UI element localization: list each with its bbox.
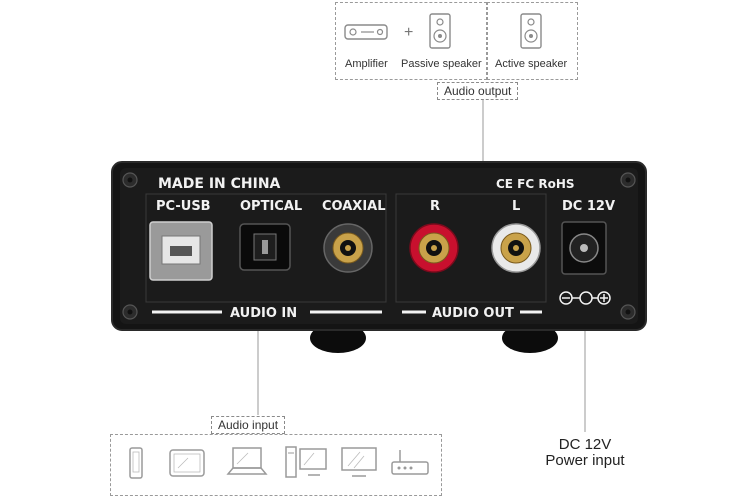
- polarity-symbol: [559, 291, 611, 305]
- power-input-label: DC 12V Power input: [530, 437, 640, 469]
- screws: [122, 172, 636, 320]
- amplifier-icon: [344, 24, 388, 40]
- dc-12v-label: DC 12V: [562, 199, 615, 214]
- plus-sign: +: [404, 24, 414, 41]
- passive-speaker-label: Passive speaker: [401, 58, 482, 70]
- passive-speaker-icon: [429, 13, 451, 49]
- usb-b-port: [149, 221, 213, 281]
- made-in-china-text: MADE IN CHINA: [158, 176, 281, 192]
- audio-in-zone: [145, 193, 387, 303]
- device-rear-panel: MADE IN CHINA CE FC RoHS PC-USB OPTICAL …: [111, 161, 647, 353]
- active-speaker-icon: [520, 13, 542, 49]
- monitor-icon: [341, 447, 377, 477]
- audio-in-label: AUDIO IN: [230, 306, 297, 321]
- tablet-icon: [169, 449, 205, 477]
- router-icon: [391, 450, 429, 475]
- active-speaker-label: Active speaker: [495, 58, 568, 70]
- audio-input-label: Audio input: [211, 416, 286, 434]
- audio-out-zone: [395, 193, 547, 303]
- power-voltage-text: DC 12V: [558, 436, 612, 453]
- r-label: R: [430, 199, 440, 214]
- certification-marks: CE FC RoHS: [496, 177, 575, 191]
- dc-power-jack: [561, 221, 607, 275]
- l-label: L: [512, 199, 520, 214]
- power-input-text: Power input: [545, 452, 625, 469]
- optical-label: OPTICAL: [240, 199, 302, 214]
- audio-output-label: Audio output: [437, 82, 519, 100]
- active-output-box: [487, 2, 578, 80]
- desktop-icon: [285, 446, 327, 478]
- pc-usb-label: PC-USB: [156, 199, 211, 214]
- rca-left-port: [491, 223, 541, 273]
- phone-icon: [129, 447, 143, 479]
- chassis-face: [120, 168, 638, 324]
- rca-right-port: [409, 223, 459, 273]
- audio-out-label: AUDIO OUT: [432, 306, 514, 321]
- coaxial-label: COAXIAL: [322, 199, 386, 214]
- laptop-icon: [226, 447, 268, 475]
- optical-port: [239, 223, 291, 271]
- coaxial-port: [323, 223, 373, 273]
- passive-output-box: [335, 2, 487, 80]
- audio-input-box: [110, 434, 442, 496]
- amplifier-label: Amplifier: [345, 58, 388, 70]
